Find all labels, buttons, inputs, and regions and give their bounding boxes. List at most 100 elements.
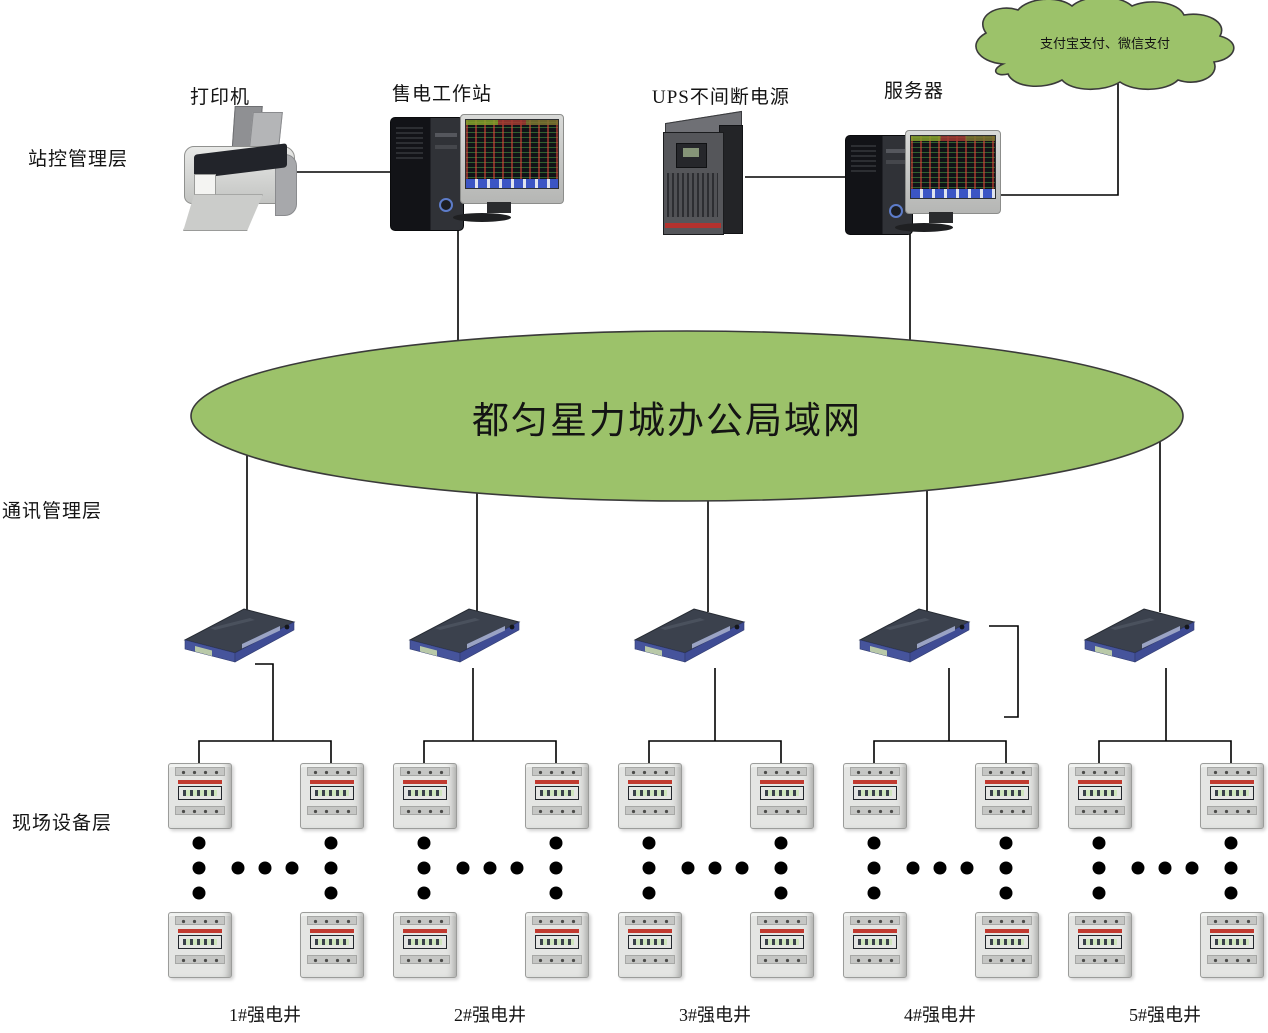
tower-drive-slot: [886, 159, 907, 164]
meter-terminals: [850, 806, 900, 815]
meter-red-label: [310, 780, 354, 784]
meter-terminals: [1075, 916, 1125, 925]
meter-terminals: [1075, 767, 1125, 776]
serial-server-image: [405, 602, 523, 664]
meter-terminals: [1207, 767, 1257, 776]
ellipsis-dot: [324, 836, 338, 850]
ellipsis-dot: [1224, 861, 1238, 875]
meter-red-label: [1210, 929, 1254, 933]
wire: [989, 625, 1019, 718]
meter-lcd-display: [985, 786, 1029, 800]
ellipsis-dot: [483, 861, 497, 875]
ellipsis-dot: [549, 861, 563, 875]
meter-terminals: [625, 806, 675, 815]
meter-terminals: [625, 767, 675, 776]
lan-label: 都匀星力城办公局域网: [472, 401, 862, 442]
meter-terminals: [175, 916, 225, 925]
energy-meter-image: [750, 912, 814, 978]
meter-red-label: [628, 929, 672, 933]
energy-meter-image: [975, 763, 1039, 829]
monitor-stand: [487, 202, 511, 213]
meter-terminals: [1207, 955, 1257, 964]
energy-meter-image: [300, 763, 364, 829]
serial-server-image: [180, 602, 298, 664]
ellipsis-dot: [642, 886, 656, 900]
meter-terminals: [175, 806, 225, 815]
ellipsis-dot: [549, 886, 563, 900]
meter-terminals: [757, 767, 807, 776]
meter-terminals: [1075, 955, 1125, 964]
ellipsis-dot: [999, 861, 1013, 875]
energy-meter-image: [525, 763, 589, 829]
meter-terminals: [307, 955, 357, 964]
scada-screen: [910, 135, 996, 199]
layer-label-field: 现场设备层: [12, 813, 113, 834]
meter-terminals: [982, 955, 1032, 964]
ellipsis-dot: [867, 861, 881, 875]
energy-meter-image: [1200, 912, 1264, 978]
meter-terminals: [982, 806, 1032, 815]
meter-terminals: [400, 955, 450, 964]
meter-red-label: [535, 780, 579, 784]
tower-drive-slot: [434, 132, 457, 137]
ellipsis-dot: [774, 836, 788, 850]
wire: [648, 740, 782, 770]
workstation-tower-image: [390, 117, 464, 231]
meter-terminals: [400, 916, 450, 925]
well-label: 1#强电井: [229, 1005, 301, 1025]
meter-lcd-display: [628, 935, 672, 949]
scada-screen: [465, 119, 559, 189]
ellipsis-dot: [510, 861, 524, 875]
tower-vents: [396, 125, 424, 160]
ellipsis-dot: [774, 861, 788, 875]
energy-meter-image: [618, 912, 682, 978]
workstation-monitor-image: [460, 114, 564, 204]
ellipsis-dot: [999, 836, 1013, 850]
well-label: 2#强电井: [454, 1005, 526, 1025]
meter-terminals: [757, 806, 807, 815]
wire: [873, 740, 1007, 770]
meter-red-label: [760, 929, 804, 933]
meter-terminals: [757, 916, 807, 925]
meter-lcd-display: [985, 935, 1029, 949]
ups-display: [675, 142, 707, 168]
ups-vents: [667, 172, 719, 217]
meter-red-label: [628, 780, 672, 784]
ellipsis-dot: [708, 861, 722, 875]
ellipsis-dot: [642, 861, 656, 875]
meter-terminals: [1207, 806, 1257, 815]
meter-terminals: [400, 767, 450, 776]
meter-terminals: [400, 806, 450, 815]
layer-label-station: 站控管理层: [28, 149, 129, 170]
meter-red-label: [403, 929, 447, 933]
meter-lcd-display: [403, 786, 447, 800]
meter-terminals: [625, 955, 675, 964]
ellipsis-dot: [1092, 886, 1106, 900]
energy-meter-image: [1068, 763, 1132, 829]
server-label: 服务器: [884, 81, 945, 102]
screen-titlebar: [466, 120, 558, 125]
ups-tower-image: [663, 110, 743, 235]
meter-lcd-display: [1210, 935, 1254, 949]
ellipsis-dot: [231, 861, 245, 875]
energy-meter-image: [1068, 912, 1132, 978]
energy-meter-image: [168, 763, 232, 829]
ellipsis-dot: [1131, 861, 1145, 875]
ellipsis-dot: [192, 836, 206, 850]
cloud-label: 支付宝支付、微信支付: [1039, 36, 1170, 51]
meter-lcd-display: [628, 786, 672, 800]
meter-terminals: [307, 916, 357, 925]
meter-lcd-display: [403, 935, 447, 949]
meter-terminals: [757, 955, 807, 964]
ellipsis-dot: [999, 886, 1013, 900]
workstation-label: 售电工作站: [392, 84, 493, 105]
meter-red-label: [985, 929, 1029, 933]
layer-label-comm: 通讯管理层: [2, 501, 103, 522]
energy-meter-image: [393, 912, 457, 978]
energy-meter-image: [168, 912, 232, 978]
meter-lcd-display: [1078, 786, 1122, 800]
meter-lcd-display: [310, 935, 354, 949]
meter-lcd-display: [853, 935, 897, 949]
